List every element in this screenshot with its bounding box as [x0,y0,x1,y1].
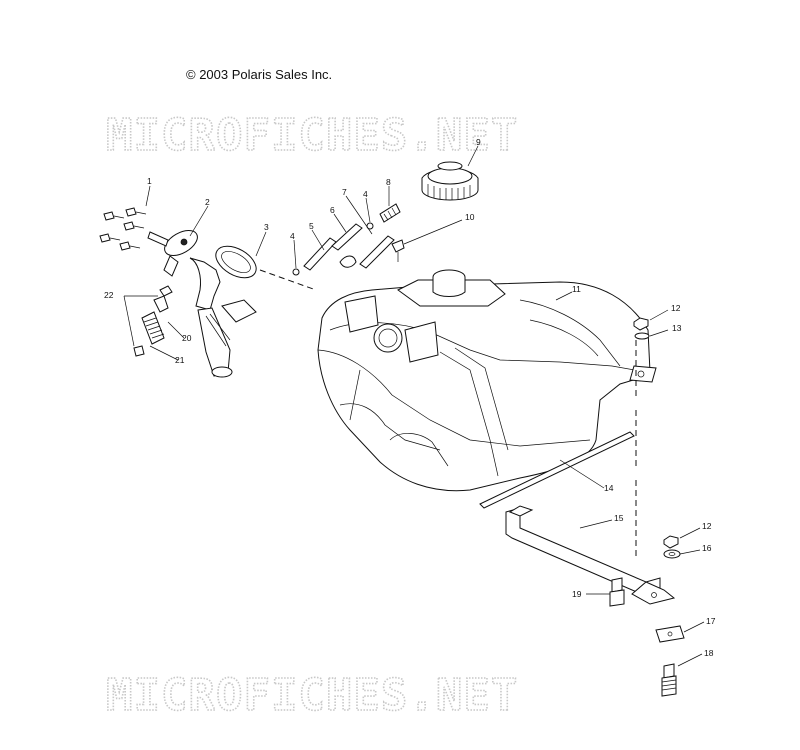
fasteners [609,317,685,697]
callout-11: 11 [572,284,581,294]
alignment-line-pump [259,269,317,291]
copyright-text: © 2003 Polaris Sales Inc. [186,67,332,82]
callout-12a: 12 [671,303,681,313]
callout-18: 18 [704,648,714,658]
watermark-top: MICROFICHES.NET [106,110,518,161]
tank-strap [479,431,635,509]
fuel-pump-assembly [147,230,257,378]
watermark-bottom: MICROFICHES.NET [106,670,518,721]
callout-6: 6 [330,205,335,215]
callout-labels: 1 2 3 4 5 6 7 4 8 9 10 11 12 13 14 15 12… [104,137,716,658]
callout-12b: 12 [702,521,712,531]
tank-bracket [505,505,676,605]
callout-7: 7 [342,187,347,197]
callout-5: 5 [309,221,314,231]
callout-14: 14 [604,483,614,493]
callout-22: 22 [104,290,114,300]
callout-4a: 4 [290,231,295,241]
callout-8: 8 [386,177,391,187]
callout-2: 2 [205,197,210,207]
callout-10: 10 [465,212,475,222]
callout-9: 9 [476,137,481,147]
hose-kit [133,285,173,357]
vent-hoses [292,203,405,276]
callout-15: 15 [614,513,624,523]
callout-3: 3 [264,222,269,232]
pump-screws [99,207,147,251]
callout-20: 20 [182,333,192,343]
callout-19: 19 [572,589,582,599]
callout-13: 13 [672,323,682,333]
callout-17: 17 [706,616,716,626]
leader-lines [123,145,705,667]
callout-1: 1 [147,176,152,186]
fuel-tank [317,269,657,492]
callout-21: 21 [175,355,185,365]
fuel-cap [421,161,479,201]
callout-4b: 4 [363,189,368,199]
callout-16: 16 [702,543,712,553]
